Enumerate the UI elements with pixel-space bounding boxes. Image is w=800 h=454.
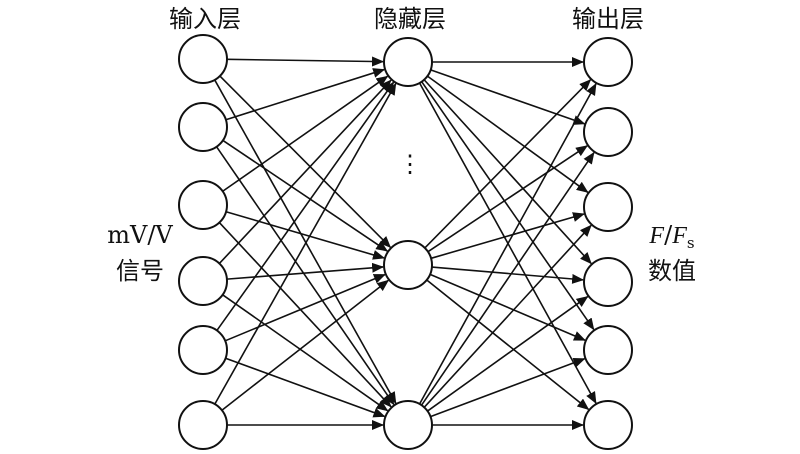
edge-hidden-2-output-1 [424,79,592,249]
input-node-1 [178,34,228,84]
input-node-2 [178,102,228,152]
edge-input-5-hidden-2 [224,273,386,342]
output-signal-ratio: F/Fs [648,221,694,252]
output-node-6 [583,400,633,450]
edge-input-1-hidden-3 [214,79,397,405]
ratio-slash: / [664,221,673,249]
edge-hidden-1-output-3 [426,75,589,193]
ratio-denominator: F [671,223,687,249]
input-layer-title: 输入层 [169,5,241,33]
edge-input-4-hidden-2 [226,262,385,280]
edge-hidden-1-output-5 [421,81,595,331]
input-signal-unit: mV/V [107,221,173,249]
edge-hidden-1-output-4 [423,79,592,265]
edge-input-1-hidden-2 [219,75,392,248]
edge-input-5-hidden-1 [216,81,395,331]
connections [214,56,597,430]
edge-hidden-2-output-4 [431,266,585,284]
nodes [178,34,633,450]
hidden-node-2 [383,240,433,290]
edge-hidden-3-output-4 [427,295,589,412]
output-signal-label: 数值 [648,257,696,285]
edge-hidden-2-output-5 [429,273,586,341]
hidden-layer-title: 隐藏层 [374,5,446,33]
output-node-3 [583,182,633,232]
edge-hidden-2-output-3 [430,212,585,260]
ratio-subscript: s [687,234,695,252]
edge-hidden-3-output-5 [430,357,586,418]
edge-input-6-hidden-2 [221,279,390,411]
edge-input-1-hidden-1 [226,56,385,67]
ratio-numerator: F [648,223,664,249]
hidden-ellipsis: ⋮ [398,150,422,178]
output-node-5 [583,325,633,375]
edge-input-5-hidden-3 [225,357,386,418]
edge-input-6-hidden-1 [214,82,397,405]
edge-hidden-3-output-2 [420,151,595,406]
input-node-3 [178,180,228,230]
input-node-4 [178,256,228,306]
edge-hidden-2-output-2 [427,145,589,253]
output-node-2 [583,107,633,157]
edge-hidden-2-output-6 [426,279,590,411]
edge-hidden-1-output-2 [430,69,586,125]
edge-input-2-hidden-2 [222,139,389,252]
hidden-node-3 [383,400,433,450]
edge-hidden-3-output-1 [418,83,597,405]
input-signal-label: 信号 [116,257,164,285]
edge-input-4-hidden-1 [218,79,392,265]
edge-input-3-hidden-2 [225,210,385,260]
output-node-4 [583,257,633,307]
edge-input-3-hidden-1 [222,75,389,192]
edge-hidden-3-output-3 [423,224,592,408]
edge-input-2-hidden-1 [225,68,386,121]
input-node-5 [178,325,228,375]
output-node-1 [583,37,633,87]
hidden-node-1 [383,37,433,87]
input-node-6 [178,400,228,450]
edge-input-2-hidden-3 [215,146,395,406]
edge-input-4-hidden-3 [222,294,389,412]
output-layer-title: 输出层 [572,5,644,33]
edge-input-3-hidden-3 [218,222,392,408]
